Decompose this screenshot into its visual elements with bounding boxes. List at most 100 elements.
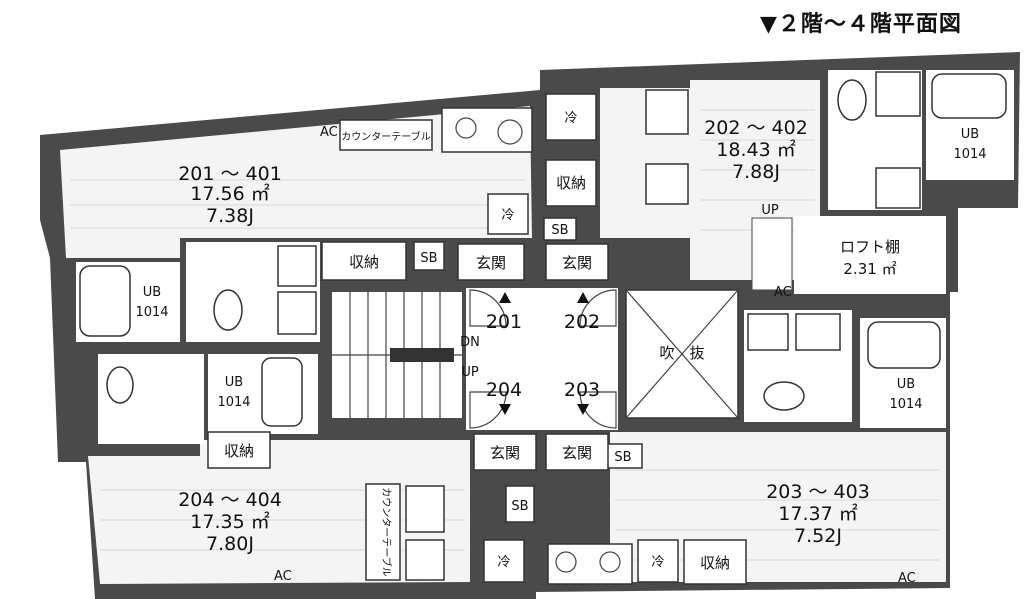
loft-ladder — [751, 217, 793, 291]
area-204: 17.35 ㎡ — [190, 510, 269, 533]
toilet-201 — [213, 289, 243, 331]
arrow-201 — [499, 292, 511, 303]
entrance-label-204: 玄関 — [490, 444, 520, 462]
range-201: 201 ～ 401 — [178, 163, 282, 185]
fridge-label-203: 冷 — [651, 555, 664, 570]
ac-204: AC — [274, 569, 292, 584]
ac-loft: AC — [774, 285, 792, 300]
washer-203 — [747, 313, 789, 351]
sb-204 — [505, 485, 535, 523]
stair-handrail — [390, 348, 454, 362]
kitchen-201 — [441, 107, 533, 153]
fridge-204 — [483, 539, 525, 583]
fridge-202 — [545, 93, 597, 141]
range-204: 204 ～ 404 — [178, 489, 282, 511]
arrow-203 — [577, 404, 589, 415]
entrance-label-202: 玄関 — [562, 254, 592, 272]
sb-label-204: SB — [511, 499, 528, 514]
up-label-loft: UP — [761, 203, 779, 218]
door-arc-201 — [469, 289, 507, 327]
stove-202 — [645, 163, 689, 205]
kitchen-203 — [547, 543, 633, 585]
counter-201 — [339, 119, 433, 151]
ac-203: AC — [898, 571, 916, 586]
fridge-203 — [637, 539, 679, 583]
bathtub-204 — [261, 357, 303, 427]
tatami-204: 7.80J — [206, 533, 254, 555]
storage-204 — [207, 431, 271, 469]
fridge-label-202: 冷 — [564, 111, 577, 126]
sb-label-203: SB — [614, 450, 631, 465]
plan-title: ▼２階～４階平面図 — [760, 12, 962, 37]
storage-label-201: 収納 — [349, 253, 379, 271]
entrance-202 — [545, 243, 609, 281]
fridge-201 — [487, 193, 529, 235]
ub-size-201: 1014 — [135, 305, 168, 320]
storage-label-203: 収納 — [700, 554, 730, 572]
tatami-202: 7.88J — [732, 161, 780, 183]
door-202: 202 — [564, 311, 600, 333]
ub-size-204: 1014 — [217, 395, 250, 410]
entrance-label-203: 玄関 — [562, 444, 592, 462]
up-label-stair: UP — [461, 365, 479, 380]
sb-label-201: SB — [420, 251, 437, 266]
ub-label-204: UB — [225, 375, 243, 390]
stove-204 — [405, 539, 445, 581]
entrance-label-201: 玄関 — [476, 254, 506, 272]
sink-204 — [405, 485, 445, 533]
corridor — [466, 288, 618, 430]
bathtub-202 — [931, 73, 1007, 119]
sb-label-202: SB — [551, 223, 568, 238]
entrance-203 — [545, 433, 609, 471]
counter-label-201: カウンターテーブル — [341, 130, 430, 143]
loft-label: ロフト棚 — [840, 238, 900, 256]
toilet-202 — [837, 79, 867, 121]
sb-202 — [543, 217, 577, 241]
sink-203 — [795, 313, 841, 351]
storage-201 — [321, 241, 407, 281]
area-203: 17.37 ㎡ — [778, 502, 857, 525]
entrance-201 — [457, 243, 525, 281]
ub-size-202: 1014 — [953, 147, 986, 162]
fridge-label-201: 冷 — [501, 208, 514, 223]
arrow-204 — [499, 404, 511, 415]
ub-label-203: UB — [897, 377, 915, 392]
storage-label-202: 収納 — [556, 174, 586, 192]
sb-201 — [413, 241, 445, 271]
counter-204 — [365, 483, 401, 581]
void-label: 吹 抜 — [659, 344, 704, 362]
door-arc-202 — [579, 289, 617, 327]
ub-size-203: 1014 — [889, 397, 922, 412]
area-201: 17.56 ㎡ — [190, 182, 269, 205]
sink-202 — [875, 71, 921, 117]
tatami-203: 7.52J — [794, 525, 842, 547]
range-203: 203 ～ 403 — [766, 481, 870, 503]
sink-202-kitchen — [645, 89, 689, 135]
door-204: 204 — [486, 379, 522, 401]
ub-label-201: UB — [143, 285, 161, 300]
storage-203 — [683, 539, 747, 585]
ub-label-202: UB — [961, 127, 979, 142]
toilet-204 — [106, 366, 134, 404]
range-202: 202 ～ 402 — [704, 117, 808, 139]
entrance-204 — [473, 433, 537, 471]
bathtub-203 — [867, 321, 941, 369]
sink-201 — [277, 245, 317, 287]
area-202: 18.43 ㎡ — [716, 138, 795, 161]
bathtub-201 — [79, 265, 131, 337]
washer-201 — [277, 291, 317, 335]
door-203: 203 — [564, 379, 600, 401]
door-arc-204 — [469, 391, 507, 429]
fridge-label-204: 冷 — [497, 555, 510, 570]
loft-area: 2.31 ㎡ — [843, 260, 896, 278]
storage-202 — [545, 159, 597, 207]
loft-room — [794, 216, 946, 294]
tatami-201: 7.38J — [206, 205, 254, 227]
door-201: 201 — [486, 311, 522, 333]
arrow-202 — [577, 292, 589, 303]
door-arc-203 — [579, 391, 617, 429]
ac-201: AC — [320, 125, 338, 140]
washer-202 — [875, 167, 921, 209]
